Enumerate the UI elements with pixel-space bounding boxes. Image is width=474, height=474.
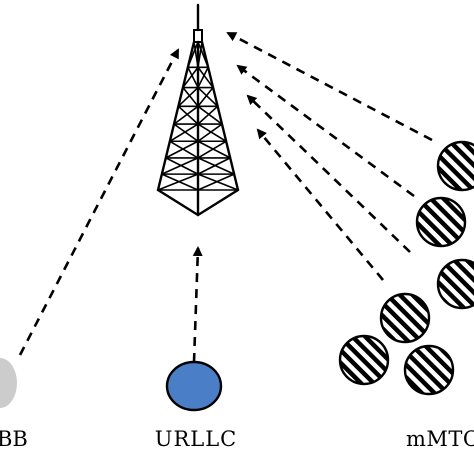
mmtc-label: mMTC bbox=[406, 427, 474, 451]
mmtc-device bbox=[436, 140, 474, 192]
mmtc-device bbox=[338, 334, 390, 386]
mmtc-device bbox=[403, 344, 455, 396]
mmtc-device bbox=[415, 196, 467, 248]
mmtc-arrow-3 bbox=[246, 94, 411, 253]
embb-label: BB bbox=[0, 427, 28, 451]
devices bbox=[0, 140, 474, 412]
embb-device bbox=[0, 358, 17, 408]
mmtc-device bbox=[436, 258, 474, 310]
urllc-label: URLLC bbox=[155, 427, 237, 451]
urllc-device bbox=[165, 360, 223, 412]
mmtc-device bbox=[379, 292, 431, 344]
mmtc-arrow-2 bbox=[236, 64, 415, 198]
uplink-arrows bbox=[18, 31, 433, 363]
mmtc-arrow-4 bbox=[256, 128, 384, 281]
embb-arrow bbox=[18, 48, 180, 356]
cell-tower bbox=[156, 3, 240, 217]
urllc-arrow bbox=[192, 246, 203, 363]
mmtc-arrow-1 bbox=[226, 31, 433, 142]
